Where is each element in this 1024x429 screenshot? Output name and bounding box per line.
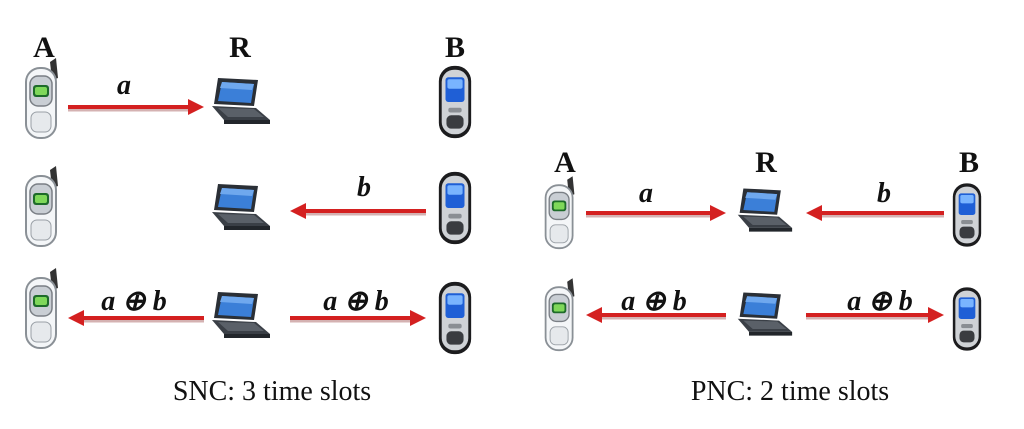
flip-phone-icon xyxy=(544,278,576,352)
arrow-r-to-a xyxy=(586,307,726,323)
message-label-b: b xyxy=(357,172,371,203)
node-label-a: A xyxy=(554,146,576,179)
laptop-icon xyxy=(737,188,793,232)
message-label-xor-to-a: a ⊕ b xyxy=(621,286,687,317)
flip-phone-icon xyxy=(25,58,59,139)
laptop-icon xyxy=(212,78,270,124)
laptop-icon xyxy=(737,292,793,336)
flip-phone-icon xyxy=(25,166,59,247)
mobile-phone-icon xyxy=(952,183,982,247)
message-label-xor-to-b: a ⊕ b xyxy=(323,286,389,317)
arrow-r-to-b xyxy=(806,307,944,323)
laptop-icon xyxy=(212,184,270,230)
message-label-b: b xyxy=(877,178,891,209)
message-label-a: a xyxy=(117,70,131,101)
mobile-phone-icon xyxy=(438,281,472,355)
laptop-icon xyxy=(212,292,270,338)
caption-pnc: PNC: 2 time slots xyxy=(690,376,890,407)
node-label-r: R xyxy=(755,146,777,179)
arrow-a-to-r xyxy=(68,99,204,115)
message-label-xor-to-b: a ⊕ b xyxy=(847,286,913,317)
node-label-b: B xyxy=(444,31,466,64)
node-label-r: R xyxy=(229,31,251,64)
arrow-b-to-r xyxy=(290,203,426,219)
mobile-phone-icon xyxy=(952,287,982,351)
arrow-r-to-b xyxy=(290,310,426,326)
arrow-b-to-r xyxy=(806,205,944,221)
mobile-phone-icon xyxy=(438,171,472,245)
flip-phone-icon xyxy=(544,176,576,250)
message-label-a: a xyxy=(639,178,653,209)
node-label-a: A xyxy=(33,31,55,64)
mobile-phone-icon xyxy=(438,65,472,139)
caption-snc: SNC: 3 time slots xyxy=(172,376,372,407)
flip-phone-icon xyxy=(25,268,59,349)
node-label-b: B xyxy=(958,146,980,179)
message-label-xor-to-a: a ⊕ b xyxy=(101,286,167,317)
arrow-a-to-r xyxy=(586,205,726,221)
arrow-r-to-a xyxy=(68,310,204,326)
